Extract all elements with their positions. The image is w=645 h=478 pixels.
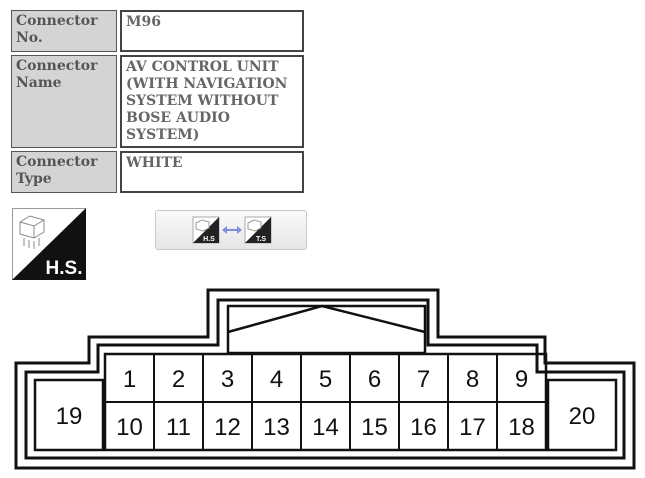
- pin-cavity-left: [33, 378, 105, 452]
- connector-no-row: Connector No. M96: [11, 10, 304, 52]
- pin-label-19: 19: [56, 403, 83, 430]
- swap-arrow-icon: [222, 226, 242, 234]
- toggle-ts-label: T.S: [256, 236, 266, 243]
- pin-label-1: 1: [123, 366, 136, 393]
- pin-label-14: 14: [312, 414, 339, 441]
- connector-type-label: Connector Type: [11, 151, 117, 193]
- pin-label-10: 10: [116, 414, 143, 441]
- pin-label-6: 6: [368, 366, 381, 393]
- pin-label-18: 18: [508, 414, 535, 441]
- toggle-hs-label: H.S: [203, 236, 215, 243]
- pin-label-2: 2: [172, 366, 185, 393]
- connector-type-value: WHITE: [120, 151, 304, 193]
- connector-name-value: AV CONTROL UNIT (WITH NAVIGATION SYSTEM …: [120, 55, 304, 148]
- connector-no-value: M96: [120, 10, 304, 52]
- pin-label-16: 16: [410, 414, 437, 441]
- harness-side-icon: H.S.: [12, 208, 86, 280]
- connector-housing-inner: [24, 298, 626, 460]
- harness-side-mini-icon: H.S: [192, 216, 220, 244]
- pin-label-4: 4: [270, 366, 283, 393]
- harness-side-label: H.S.: [46, 258, 83, 279]
- connector-info-table: Connector No. M96 Connector Name AV CONT…: [8, 7, 307, 196]
- pin-cavity-right: [546, 378, 618, 452]
- pin-label-17: 17: [459, 414, 486, 441]
- terminal-side-mini-icon: T.S: [244, 216, 272, 244]
- pin-label-7: 7: [417, 366, 430, 393]
- pin-label-5: 5: [319, 366, 332, 393]
- pin-label-9: 9: [515, 366, 528, 393]
- connector-name-label: Connector Name: [11, 55, 117, 148]
- pin-label-8: 8: [466, 366, 479, 393]
- pin-label-11: 11: [166, 414, 191, 441]
- toggle-view-button[interactable]: H.S T.S: [155, 210, 307, 250]
- pin-label-15: 15: [361, 414, 388, 441]
- connector-latch: [226, 304, 427, 355]
- pin-label-3: 3: [221, 366, 234, 393]
- pin-label-12: 12: [214, 414, 241, 441]
- connector-housing-outer: [14, 288, 636, 470]
- connector-no-label: Connector No.: [11, 10, 117, 52]
- pin-label-20: 20: [569, 403, 596, 430]
- connector-name-row: Connector Name AV CONTROL UNIT (WITH NAV…: [11, 55, 304, 148]
- toggle-view-icon: H.S T.S: [192, 216, 272, 244]
- pin-label-13: 13: [263, 414, 290, 441]
- connector-type-row: Connector Type WHITE: [11, 151, 304, 193]
